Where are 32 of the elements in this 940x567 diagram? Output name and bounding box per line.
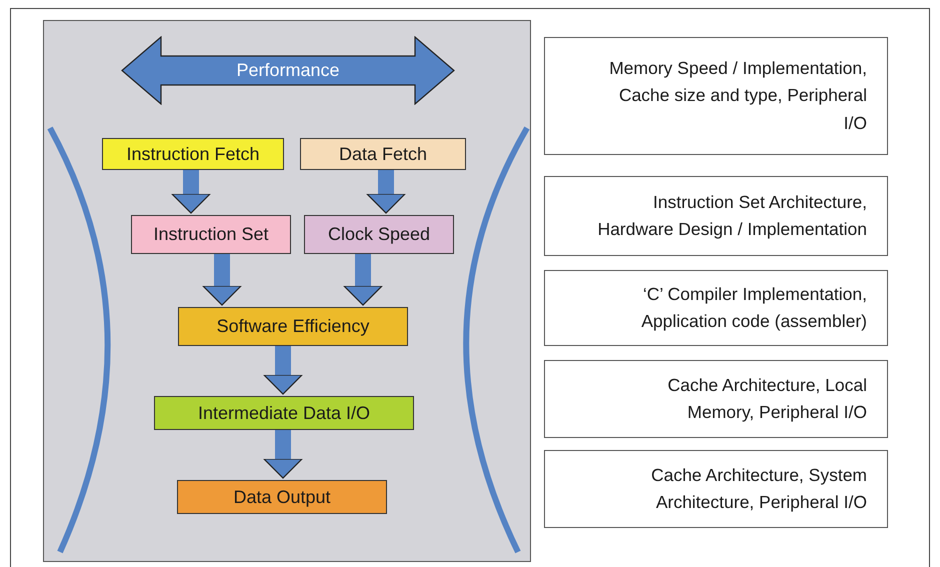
description-box: [544, 450, 888, 528]
description-box: [544, 270, 888, 346]
description-box: [544, 37, 888, 155]
description-box: [544, 360, 888, 438]
box-label: Instruction Set: [153, 224, 269, 245]
description-text: Cache Architecture, Local Memory, Peripheral I/O: [666, 374, 867, 424]
arrow-label: Performance: [236, 60, 340, 81]
description-text: ‘C’ Compiler Implementation, Application code (assembler): [640, 282, 867, 333]
block-arrow: [343, 253, 383, 306]
process-box: [177, 480, 387, 514]
box-label: Data Output: [233, 486, 331, 508]
box-label: Intermediate Data I/O: [198, 402, 370, 424]
panel-background: [43, 20, 531, 562]
box-label: Data Fetch: [338, 144, 428, 164]
process-box: [154, 396, 414, 430]
process-box: [304, 215, 454, 254]
box-label: Instruction Fetch: [126, 144, 260, 164]
process-box: [131, 215, 291, 254]
block-arrow: [366, 169, 406, 214]
description-box: [544, 176, 888, 256]
description-text: Cache Architecture, System Architecture, Peripheral I/O: [650, 464, 867, 514]
block-arrow: [202, 253, 242, 306]
process-box: [102, 138, 284, 170]
block-arrow: [171, 169, 211, 214]
description-text: Instruction Set Architecture, Hardware Design / Implementation: [596, 190, 867, 241]
box-label: Software Efficiency: [216, 316, 370, 337]
process-box: [300, 138, 466, 170]
block-arrow: [263, 429, 303, 479]
description-text: Memory Speed / Implementation, Cache size and type, Peripheral I/O: [608, 57, 867, 135]
block-arrow: [263, 345, 303, 395]
process-box: [178, 307, 408, 346]
box-label: Clock Speed: [328, 224, 430, 245]
